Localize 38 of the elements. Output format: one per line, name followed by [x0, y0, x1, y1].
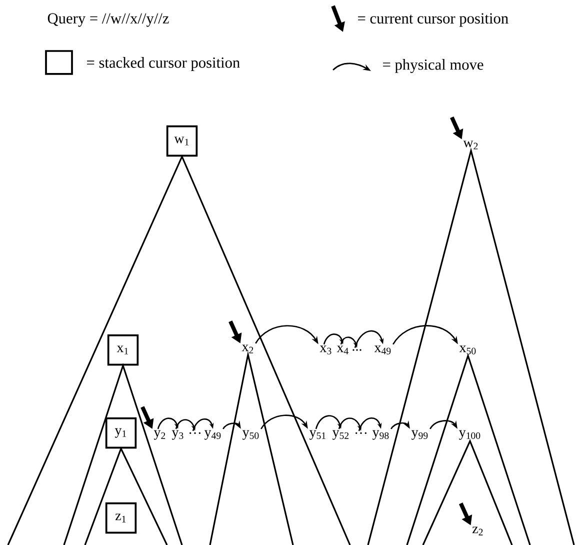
node-label: y$_{100}$: [459, 430, 480, 440]
move-arrow: [260, 414, 308, 430]
legend-text: = stacked cursor position: [87, 57, 240, 71]
legend-text: = physical move: [383, 59, 484, 73]
move-arrow: [315, 415, 342, 430]
node-label: y$_{2}$: [154, 430, 166, 440]
move-arrow: [323, 334, 344, 345]
move-arrow: [430, 420, 458, 430]
stacked-cursor-box: w$_{1}$: [166, 125, 198, 157]
node-label: ···: [356, 432, 366, 434]
move-arrow: [222, 420, 241, 430]
move-arrow: [354, 330, 384, 348]
move-arrow: [390, 420, 410, 430]
node-label: x$_{49}$: [374, 346, 391, 354]
node-label: x$_{4}$: [336, 346, 348, 354]
node-label: y$_{50}$: [242, 430, 259, 440]
legend-text: = current cursor position: [358, 13, 508, 27]
node-label: x$_{2}$: [242, 344, 254, 354]
node-label: y$_{51}$: [309, 430, 326, 440]
stacked-cursor-box: x$_{1}$: [107, 334, 139, 366]
node-label: ···: [190, 432, 200, 434]
stacked-cursor-box: z$_{1}$: [105, 502, 137, 534]
node-label: y$_{49}$: [204, 430, 221, 440]
query-text: Query = //w//x//y//z: [48, 13, 169, 27]
move-arrow: [358, 417, 382, 432]
node-label: y$_{98}$: [372, 430, 389, 440]
node-label: y$_{3}$: [172, 430, 184, 440]
move-arrow: [157, 418, 179, 430]
node-label: w$_{2}$: [463, 140, 478, 150]
node-label: ...: [352, 349, 362, 351]
node-label: y$_{99}$: [411, 430, 428, 440]
node-label: y$_{52}$: [332, 430, 349, 440]
node-label: x$_{50}$: [459, 346, 476, 354]
move-arrow: [192, 418, 214, 432]
node-label: z$_{2}$: [472, 526, 483, 536]
move-arrow: [392, 325, 458, 345]
stacked-cursor-box: y$_{1}$: [105, 417, 137, 449]
node-label: x$_{3}$: [320, 346, 332, 354]
